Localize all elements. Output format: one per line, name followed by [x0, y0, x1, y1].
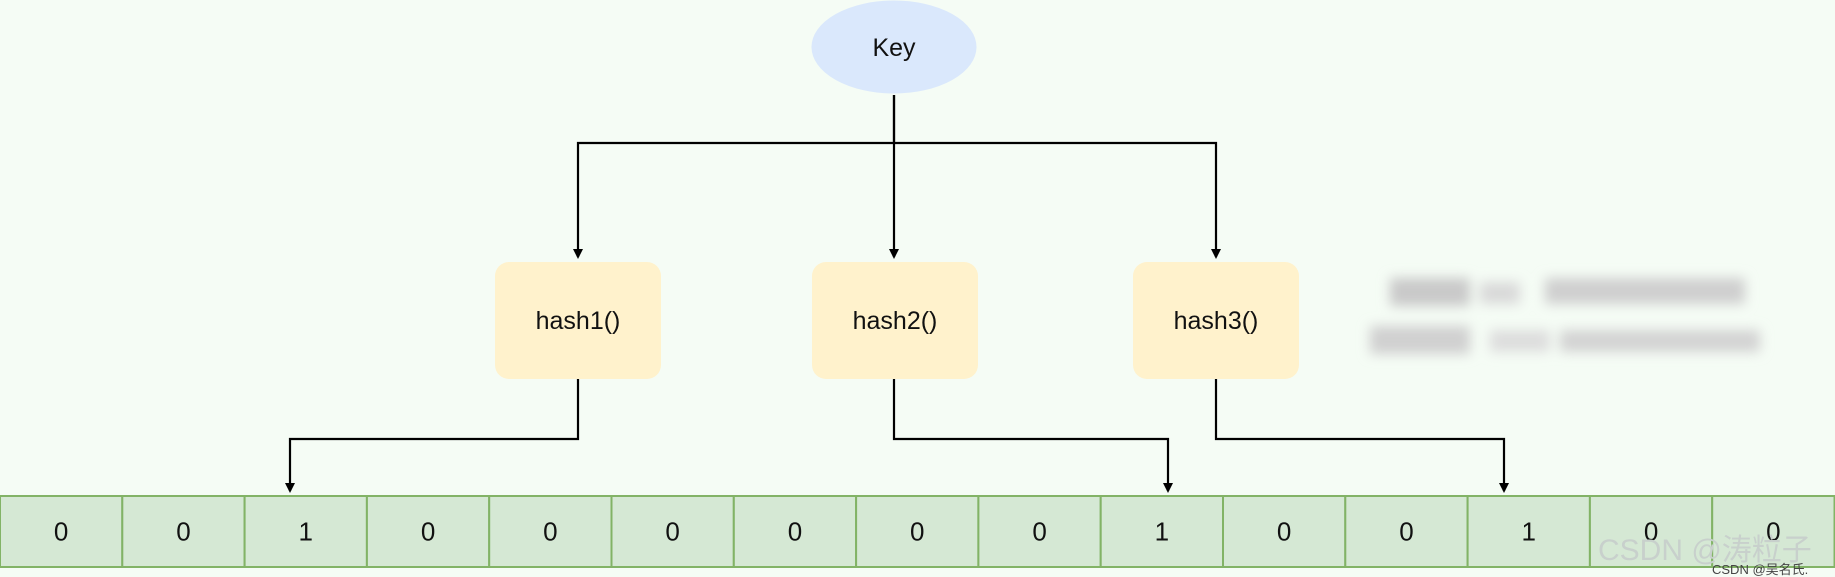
bit-cell: 0	[1344, 495, 1469, 568]
hash3-label: hash3()	[1174, 307, 1259, 335]
bit-cell: 0	[977, 495, 1102, 568]
connector-key-hash3	[894, 141, 1221, 259]
connector-key-hash1	[573, 95, 896, 259]
bit-cell-value: 0	[1399, 517, 1413, 547]
bit-cell: 0	[1588, 495, 1714, 568]
bit-cell-value: 0	[421, 517, 435, 547]
watermark-text: CSDN @涛粒子	[1598, 534, 1812, 567]
bit-cell-box	[243, 495, 368, 568]
hash-node-2: hash2()	[812, 262, 978, 379]
hash-node-3: hash3()	[1133, 262, 1299, 379]
csdn-watermark: CSDN @涛粒子 CSDN @吴名氏.	[1598, 534, 1812, 577]
bit-cell: 1	[1466, 495, 1591, 568]
bit-cell: 0	[610, 495, 735, 568]
bit-cell: 0	[121, 495, 246, 568]
hash2-label: hash2()	[853, 307, 938, 335]
bit-cell: 0	[0, 495, 124, 568]
key-connectors	[573, 95, 1221, 259]
bit-cell-box	[610, 495, 735, 568]
key-label: Key	[872, 34, 916, 62]
bit-cell-box	[365, 495, 491, 568]
connector-hash1-bit	[285, 379, 580, 493]
bit-cell: 0	[1222, 495, 1347, 568]
bit-cell-value: 0	[1644, 517, 1658, 547]
bit-cell: 0	[488, 495, 613, 568]
hash3-box	[1133, 262, 1299, 379]
bit-cell-box	[1099, 495, 1224, 568]
watermark-small-text: CSDN @吴名氏.	[1712, 562, 1808, 577]
key-node: Key	[811, 0, 977, 94]
bit-cell: 0	[855, 495, 980, 568]
bit-cell-box	[1222, 495, 1347, 568]
bit-cell: 1	[1099, 495, 1224, 568]
hash-node-1: hash1()	[495, 262, 661, 379]
bit-cell-value: 1	[1155, 517, 1169, 547]
redacted-text-block	[1370, 278, 1760, 354]
key-ellipse	[811, 0, 977, 94]
bit-cell-value: 1	[1522, 517, 1536, 547]
bit-cell-box	[1588, 495, 1714, 568]
bit-cell-value: 0	[1032, 517, 1046, 547]
connector-hash2-bit	[892, 379, 1173, 493]
bit-cell: 0	[732, 495, 858, 568]
bit-cell-box	[855, 495, 980, 568]
hash2-box	[812, 262, 978, 379]
hash-connectors	[285, 379, 1509, 493]
bit-cell-value: 0	[54, 517, 68, 547]
bit-cell-value: 0	[665, 517, 679, 547]
bit-cell-value: 0	[1766, 517, 1780, 547]
bit-cell-value: 0	[176, 517, 190, 547]
bit-cell-box	[1344, 495, 1469, 568]
hash1-box	[495, 262, 661, 379]
bit-cell-value: 0	[788, 517, 802, 547]
hash1-label: hash1()	[536, 307, 621, 335]
bit-array: 0 0 1 0 0 0 0 0 0 1 0 0 1 0 0	[0, 495, 1835, 568]
bit-cell-box	[0, 495, 124, 568]
connector-hash3-bit	[1214, 379, 1509, 493]
bit-cell-box	[488, 495, 613, 568]
bit-cell: 1	[243, 495, 368, 568]
bit-cell: 0	[365, 495, 491, 568]
bit-cell-value: 0	[1277, 517, 1291, 547]
bit-cell-box	[732, 495, 858, 568]
bit-cell-value: 0	[543, 517, 557, 547]
bit-cell-value: 0	[910, 517, 924, 547]
bit-cell-value: 1	[299, 517, 313, 547]
